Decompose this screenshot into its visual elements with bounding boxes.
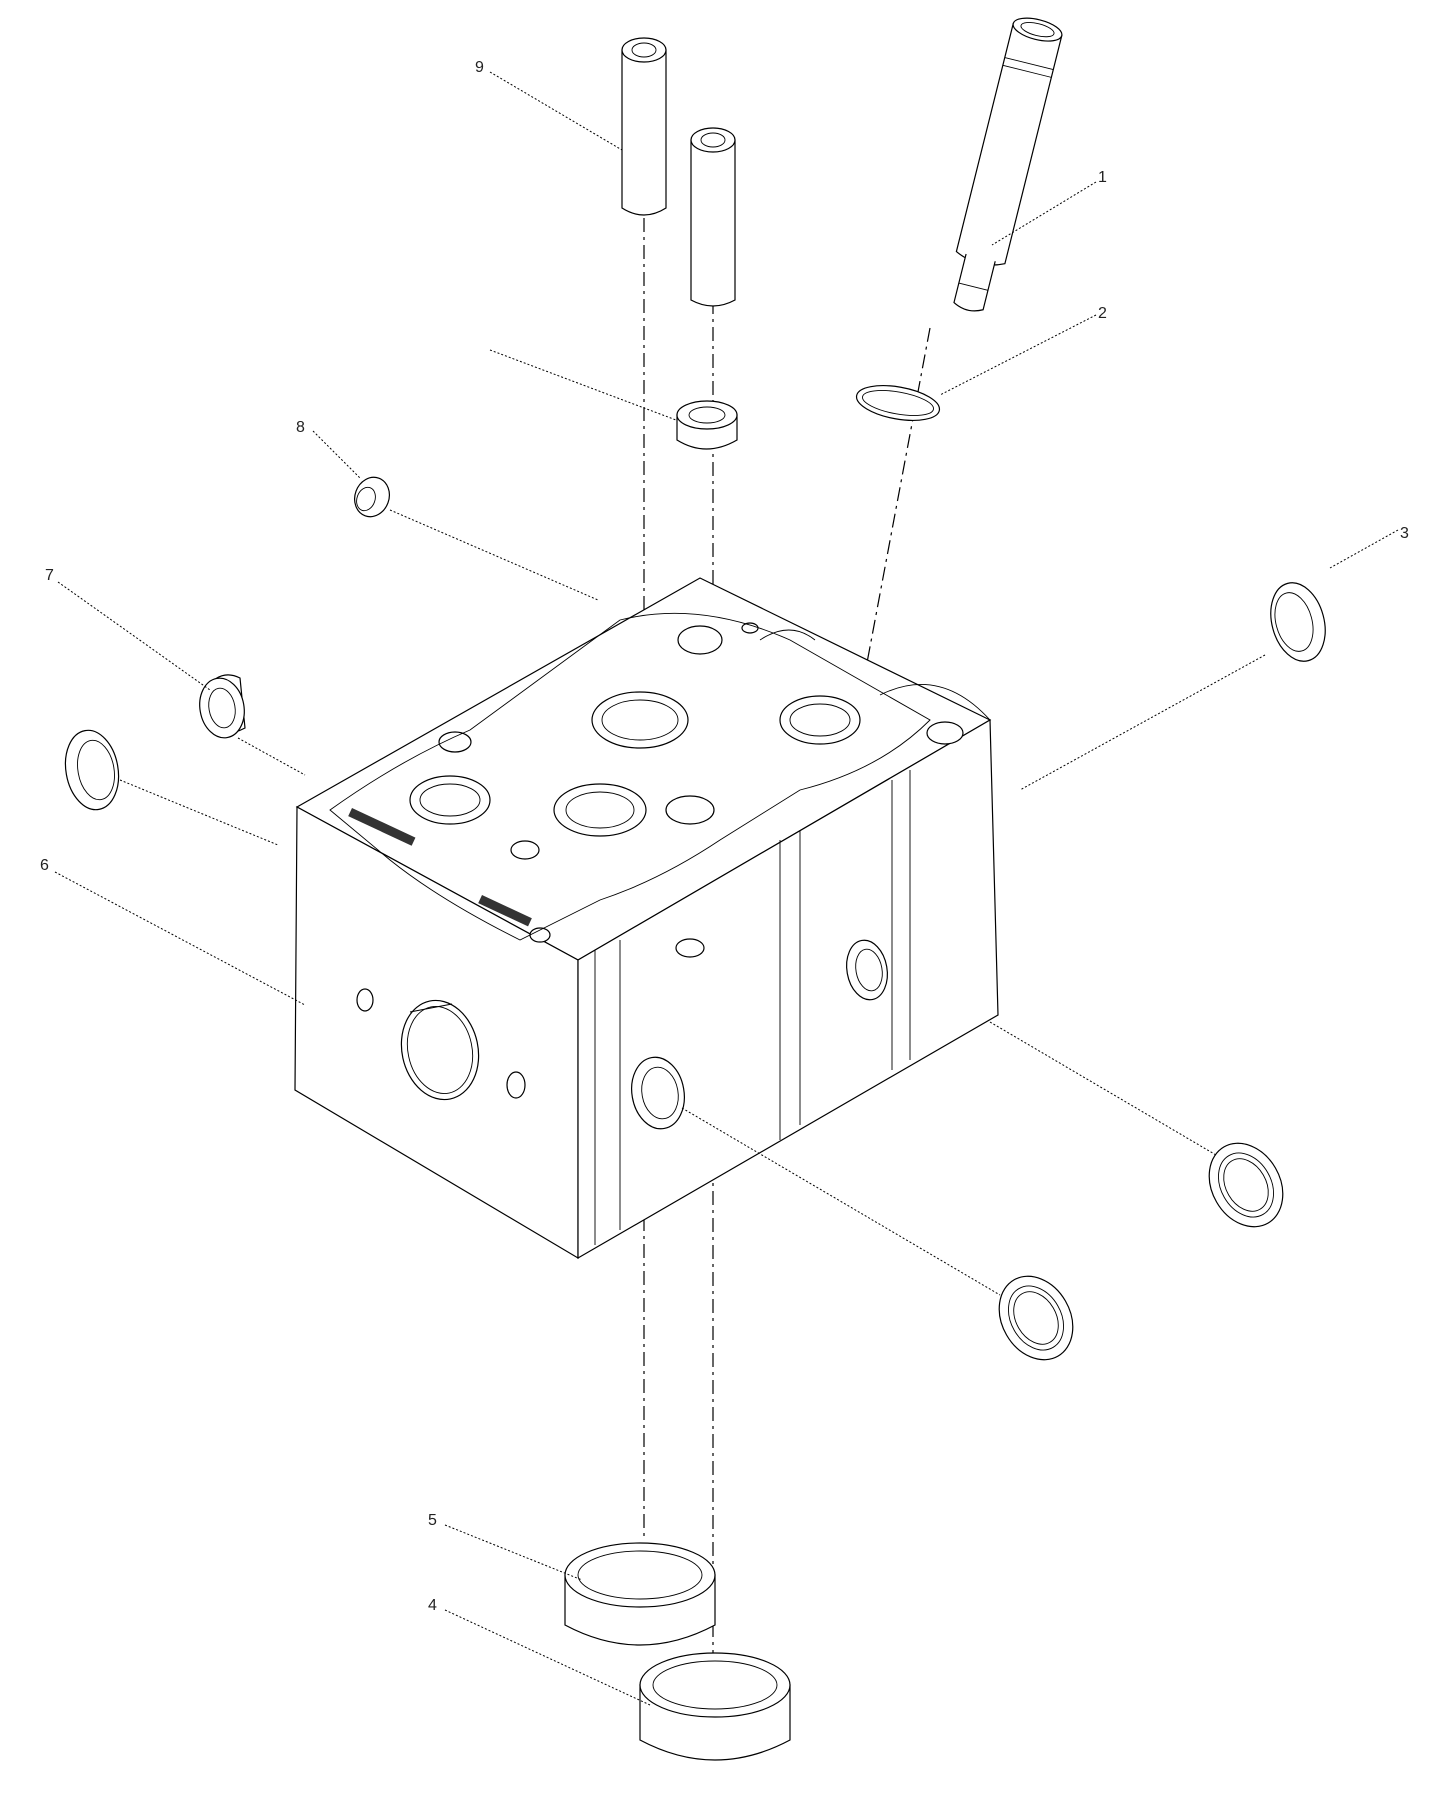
callout-4: 4	[428, 1597, 437, 1614]
cup-plug-left	[199, 674, 246, 739]
callout-1: 1	[1098, 169, 1107, 186]
valve-seat-insert-lower	[639, 1652, 791, 1761]
cylinder-head	[294, 577, 999, 1260]
small-plug	[354, 476, 390, 518]
o-ring	[855, 385, 941, 421]
callout-labels: 1 2 3 4 5 6 7 8 9	[40, 59, 1409, 1614]
valve-guide	[621, 37, 667, 216]
guide-ring	[676, 400, 738, 450]
side-plug-front	[998, 1275, 1074, 1361]
callout-7: 7	[45, 567, 54, 584]
callout-6: 6	[40, 857, 49, 874]
valve-guide-2	[690, 127, 736, 307]
side-plug-left	[64, 729, 120, 811]
leader-lines	[54, 71, 1399, 1706]
callout-3: 3	[1400, 525, 1409, 542]
callout-2: 2	[1098, 305, 1107, 322]
cup-plug-right	[1270, 582, 1326, 662]
valve-seat-insert-upper	[564, 1542, 716, 1646]
callout-5: 5	[428, 1512, 437, 1529]
callout-8: 8	[296, 419, 305, 436]
injector-tube	[953, 17, 1063, 312]
side-plug-right-lower	[1208, 1142, 1284, 1228]
callout-9: 9	[475, 59, 484, 76]
